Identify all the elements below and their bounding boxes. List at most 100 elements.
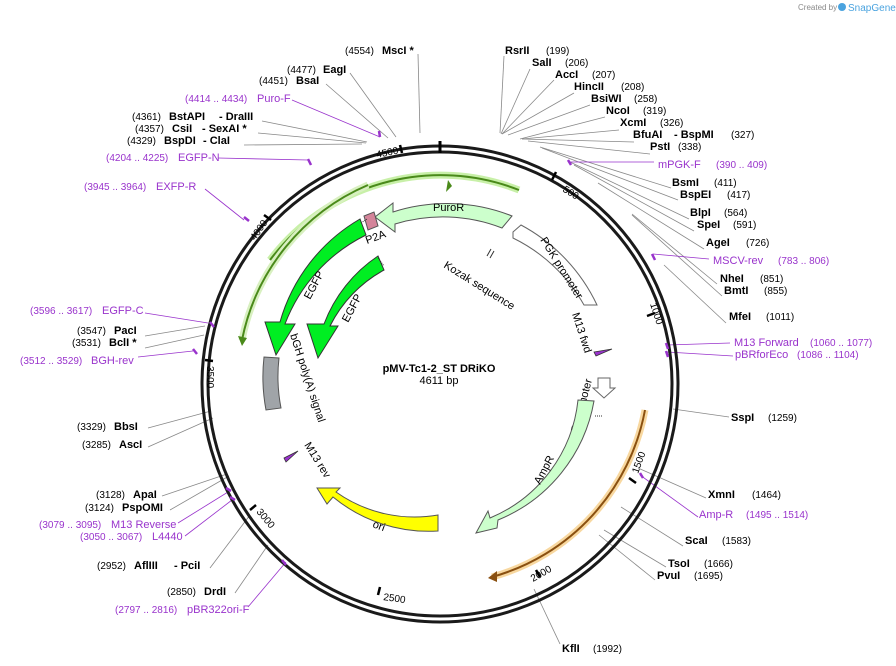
enzyme-pos: (1695)	[694, 571, 723, 582]
primer-name: pBR322ori-F	[187, 604, 250, 616]
primer-name: pBRforEco	[735, 349, 788, 361]
enzyme-pos: (208)	[621, 82, 644, 93]
primer-name: Puro-F	[257, 93, 291, 105]
enzyme-pos: (564)	[724, 208, 747, 219]
enzyme-name: SspI	[731, 412, 754, 424]
primer-name: mPGK-F	[658, 159, 701, 171]
primer-name: EXFP-R	[156, 181, 196, 193]
enzyme-pos: (4357)	[135, 124, 164, 135]
tick-label-4500: 4500	[375, 145, 399, 160]
enzyme-name: HincII	[574, 81, 604, 93]
primer-range: (3079 .. 3095)	[39, 520, 101, 531]
feature-ampr-promoter	[591, 377, 617, 399]
feature-p2a-label: P2A	[364, 228, 388, 247]
enzyme-pos: (258)	[634, 94, 657, 105]
enzyme-pos: (411)	[714, 178, 737, 189]
enzyme-pos: (1464)	[752, 490, 781, 501]
enzyme-name: PspOMI	[122, 502, 163, 514]
primer-name: BGH-rev	[91, 355, 134, 367]
enzyme-name: MfeI	[729, 311, 751, 323]
enzyme-pos: (207)	[592, 70, 615, 81]
snapgene-logo-icon	[838, 3, 846, 11]
enzyme-labels-left: (4554) MscI * (4477) EagI (4451) BsaI (4…	[72, 45, 415, 598]
enzyme-name: AgeI	[706, 237, 730, 249]
enzyme-name: BlpI	[690, 207, 711, 219]
feature-kozak-marker-2	[486, 248, 492, 257]
credit-brand: SnapGene	[848, 3, 896, 14]
primer-leader-lines	[137, 99, 734, 608]
enzyme-pos: (726)	[746, 238, 769, 249]
feature-pgk-promoter	[512, 224, 598, 306]
enzyme-name: BfuAI	[633, 129, 662, 141]
egfp-outer-start-mark	[360, 218, 368, 224]
enzyme-name: BmtI	[724, 285, 748, 297]
primer-range: (390 .. 409)	[716, 160, 767, 171]
orf-puror-arrowhead	[446, 180, 452, 192]
enzyme-name: BspEI	[680, 189, 711, 201]
leader-lines	[144, 53, 730, 645]
primer-name: M13 Forward	[734, 337, 799, 349]
enzyme-pos: (4554)	[345, 46, 374, 57]
enzyme-suffix: - ClaI	[203, 135, 230, 147]
primer-range: (3945 .. 3964)	[84, 182, 146, 193]
primer-markers	[192, 130, 670, 566]
enzyme-pos: (4477)	[287, 65, 316, 76]
feature-egfp-inner	[306, 255, 385, 360]
enzyme-name: BstAPI	[169, 111, 205, 123]
primer-range: (3596 .. 3617)	[30, 306, 92, 317]
tick-label-3500: 3500	[204, 366, 215, 389]
primer-name: MSCV-rev	[713, 255, 764, 267]
enzyme-suffix: - PciI	[174, 560, 200, 572]
enzyme-name: XmnI	[708, 489, 735, 501]
feature-puror-label: PuroR	[433, 202, 464, 214]
enzyme-pos: (326)	[660, 118, 683, 129]
primer-name: EGFP-N	[178, 152, 220, 164]
enzyme-name: ApaI	[133, 489, 157, 501]
enzyme-suffix: - SexAI *	[202, 123, 247, 135]
feature-kozak-marker	[489, 250, 495, 259]
primer-range: (3512 .. 3529)	[20, 356, 82, 367]
enzyme-name: PvuI	[657, 570, 680, 582]
enzyme-name: ScaI	[685, 535, 708, 547]
feature-ampr	[475, 399, 595, 534]
enzyme-pos: (327)	[731, 130, 754, 141]
primer-name: L4440	[152, 531, 183, 543]
enzyme-pos: (3128)	[96, 490, 125, 501]
enzyme-pos: (1583)	[722, 536, 751, 547]
enzyme-name: KflI	[562, 643, 580, 655]
enzyme-name: CsiI	[172, 123, 192, 135]
enzyme-pos: (199)	[546, 46, 569, 57]
enzyme-pos: (4451)	[259, 76, 288, 87]
enzyme-pos: (417)	[727, 190, 750, 201]
enzyme-pos: (206)	[565, 58, 588, 69]
enzyme-name: MscI *	[382, 45, 415, 57]
primer-range: (1060 .. 1077)	[810, 338, 872, 349]
orf-egfp-arrowhead	[238, 336, 247, 346]
enzyme-pos: (2850)	[167, 587, 196, 598]
primer-name: Amp-R	[699, 509, 733, 521]
enzyme-name: DrdI	[204, 586, 226, 598]
feature-pgk-label: PGK promoter	[537, 235, 585, 301]
primer-name: M13 Reverse	[111, 519, 176, 531]
enzyme-name: BsmI	[672, 177, 699, 189]
enzyme-suffix: - DraIII	[219, 111, 253, 123]
plasmid-length: 4611 bp	[420, 375, 459, 387]
primer-range: (4204 .. 4225)	[106, 153, 168, 164]
enzyme-name: XcmI	[620, 117, 646, 129]
enzyme-name: SpeI	[697, 219, 720, 231]
enzyme-name: AflIII	[134, 560, 158, 572]
enzyme-name: RsrII	[505, 45, 529, 57]
enzyme-name: BspDI	[164, 135, 196, 147]
tick-label-2500: 2500	[383, 592, 407, 606]
credit-prefix: Created by	[798, 3, 837, 12]
enzyme-name: AccI	[555, 69, 578, 81]
enzyme-pos: (855)	[764, 286, 787, 297]
enzyme-name: EagI	[323, 64, 346, 76]
feature-puror	[374, 201, 513, 233]
enzyme-pos: (1666)	[704, 559, 733, 570]
feature-m13rev-marker	[283, 450, 299, 463]
enzyme-name: BsiWI	[591, 93, 622, 105]
feature-ori	[316, 487, 439, 532]
primer-labels-right: mPGK-F (390 .. 409) MSCV-rev (783 .. 806…	[658, 159, 872, 521]
